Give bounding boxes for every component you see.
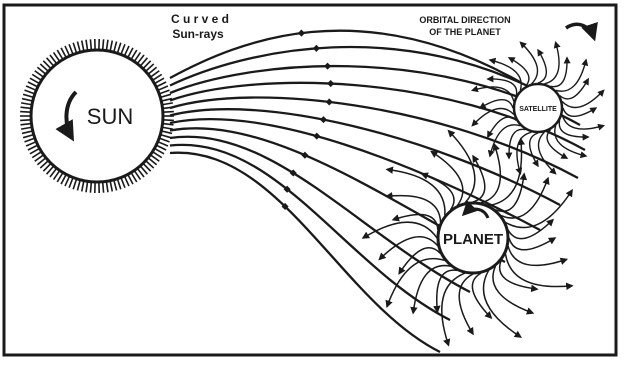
- sun-label: SUN: [87, 104, 133, 129]
- title-line-2: Sun-rays: [172, 27, 224, 41]
- sun-fringe-line: [20, 120, 31, 121]
- sun-fringe-line: [103, 182, 104, 193]
- satellite-label: SATELLITE: [519, 106, 557, 113]
- planet: PLANET: [438, 203, 508, 273]
- title-line-1: C u r v e d: [171, 12, 229, 26]
- satellite: SATELLITE: [514, 84, 562, 132]
- sun-fringe-line: [90, 182, 91, 193]
- sun-fringe-line: [103, 39, 104, 50]
- sun-fringe-line: [90, 39, 91, 50]
- sun-fringe-line: [163, 112, 174, 113]
- sun-fringe-line: [163, 120, 174, 121]
- orbital-direction-line-2: OF THE PLANET: [429, 27, 501, 37]
- sun-fringe-line: [20, 112, 31, 113]
- planet-label: PLANET: [443, 231, 503, 248]
- orbital-direction-line-1: ORBITAL DIRECTION: [419, 15, 510, 25]
